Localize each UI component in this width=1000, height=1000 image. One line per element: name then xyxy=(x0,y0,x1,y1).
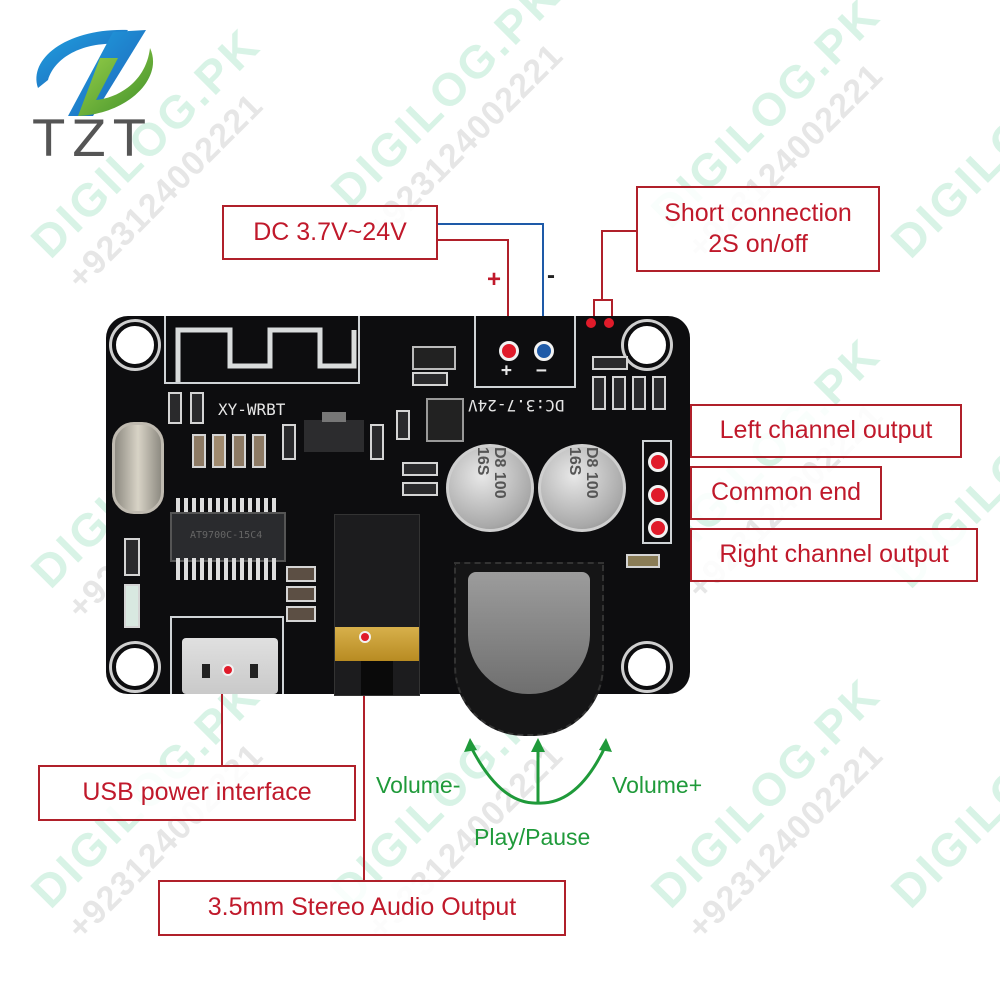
power-voltage-silk: DC:3.7-24V xyxy=(468,396,565,415)
left-channel-pad[interactable] xyxy=(648,452,668,472)
label-volume-up: Volume+ xyxy=(612,772,703,798)
tzt-logo: TZT xyxy=(18,18,168,168)
common-pad[interactable] xyxy=(648,485,668,505)
power-plus-silk: + xyxy=(501,360,512,381)
diode xyxy=(412,346,456,370)
power-negative-pad[interactable] xyxy=(534,341,554,361)
bluetooth-ic: AT9700C-15C4 xyxy=(170,512,286,562)
usb-area xyxy=(170,616,284,694)
smd-capacitor xyxy=(232,434,246,468)
micro-usb-port[interactable] xyxy=(182,638,278,694)
usb-marker xyxy=(222,664,234,676)
smd-resistor xyxy=(282,424,296,460)
callout-audio-jack: 3.5mm Stereo Audio Output xyxy=(158,880,566,936)
jack-opening xyxy=(361,661,393,695)
callout-left-channel: Left channel output xyxy=(690,404,962,458)
pcb-antenna-icon xyxy=(175,327,357,382)
smd-capacitor xyxy=(212,434,226,468)
smd-resistor xyxy=(612,376,626,410)
power-switch-pad[interactable] xyxy=(604,318,614,328)
label-volume-down: Volume- xyxy=(376,772,461,798)
smd-resistor xyxy=(632,376,646,410)
right-channel-pad[interactable] xyxy=(648,518,668,538)
mounting-hole xyxy=(624,644,670,690)
antenna-area xyxy=(164,316,360,384)
callout-usb-power: USB power interface xyxy=(38,765,356,821)
smd-resistor xyxy=(652,376,666,410)
label-play-pause: Play/Pause xyxy=(474,824,591,850)
mosfet xyxy=(426,398,464,442)
switch-line-1: Short connection xyxy=(664,198,852,227)
smd-resistor xyxy=(592,376,606,410)
ic-pins-top xyxy=(176,498,276,512)
mounting-hole xyxy=(624,322,670,368)
smd-resistor xyxy=(396,410,410,440)
smd-resistor xyxy=(412,372,448,386)
audio-output-header xyxy=(642,440,672,544)
power-input-terminal xyxy=(474,316,576,388)
bluetooth-audio-board: XY-WRBT + − DC:3.7-24V D8 100 16S D8 100… xyxy=(106,316,690,736)
callout-power-input: DC 3.7V~24V xyxy=(222,205,438,260)
mounting-hole xyxy=(112,322,158,368)
jack-gold-contact xyxy=(335,627,419,661)
smd-resistor xyxy=(168,392,182,424)
smd-capacitor xyxy=(286,606,316,622)
voltage-regulator xyxy=(304,420,364,452)
usb-slot xyxy=(250,664,258,678)
smd-resistor xyxy=(190,392,204,424)
rotary-encoder-knob[interactable] xyxy=(454,562,604,736)
smd-capacitor xyxy=(192,434,206,468)
regulator-tab xyxy=(322,412,346,422)
power-minus-silk: − xyxy=(536,360,547,381)
jack-marker xyxy=(359,631,371,643)
switch-line-2: 2S on/off xyxy=(708,230,808,258)
smd-led xyxy=(626,554,660,568)
smd-resistor xyxy=(402,462,438,476)
smd-resistor xyxy=(124,538,140,576)
logo-text: TZT xyxy=(33,110,153,168)
ic-marking: AT9700C-15C4 xyxy=(190,530,263,541)
ic-pins-bottom xyxy=(176,558,276,580)
plus-sign-label: + xyxy=(487,266,502,293)
smd-capacitor xyxy=(252,434,266,468)
smd-capacitor xyxy=(286,566,316,582)
usb-slot xyxy=(202,664,210,678)
smd-resistor xyxy=(402,482,438,496)
model-silkscreen: XY-WRBT xyxy=(218,400,286,419)
power-switch-pad[interactable] xyxy=(586,318,596,328)
audio-jack-3-5mm[interactable] xyxy=(334,514,420,696)
tzt-swoosh-icon xyxy=(36,29,154,116)
smd-resistor xyxy=(592,356,628,370)
callout-common-end: Common end xyxy=(690,466,882,520)
smd-led xyxy=(124,584,140,628)
crystal-oscillator xyxy=(112,422,164,514)
electrolytic-capacitor: D8 100 16S xyxy=(538,444,626,532)
callout-power-switch: Short connection 2S on/off xyxy=(636,186,880,272)
electrolytic-capacitor: D8 100 16S xyxy=(446,444,534,532)
minus-sign-label: - xyxy=(547,262,555,289)
callout-right-channel: Right channel output xyxy=(690,528,978,582)
smd-resistor xyxy=(370,424,384,460)
smd-capacitor xyxy=(286,586,316,602)
mounting-hole xyxy=(112,644,158,690)
encoder-shield xyxy=(468,572,590,694)
power-positive-pad[interactable] xyxy=(499,341,519,361)
